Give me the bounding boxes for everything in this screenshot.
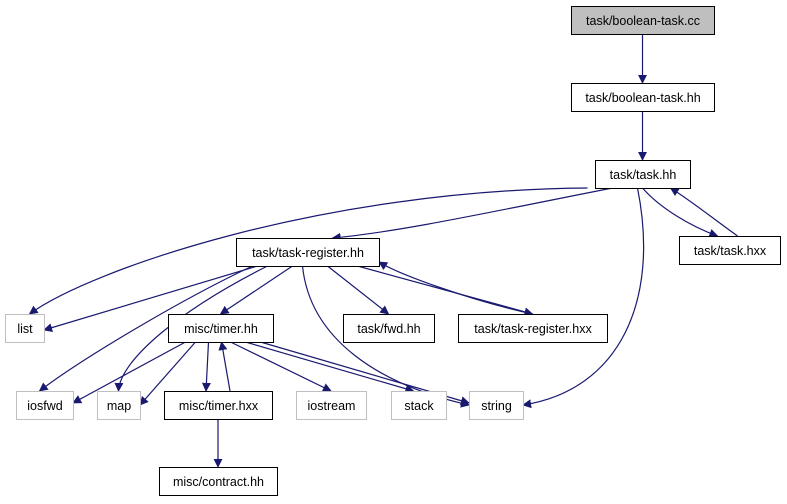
node-boolean-task-cc: task/boolean-task.cc <box>571 6 715 35</box>
node-stack: stack <box>391 391 447 420</box>
edge-arrow <box>357 265 534 317</box>
edge-arrow <box>327 265 390 315</box>
edge-task_register_hh-to-map <box>114 265 268 392</box>
node-label: stack <box>404 399 434 413</box>
edge-task_hh-to-task_hxx <box>642 187 719 238</box>
node-box <box>571 83 715 112</box>
edge-timer_hxx-to-timer_hh <box>218 341 231 392</box>
node-label: task/task-register.hxx <box>474 322 592 336</box>
node-box <box>595 160 691 189</box>
node-timer-hh[interactable]: misc/timer.hh <box>168 314 274 343</box>
node-label: map <box>107 399 131 413</box>
edge-task_register_hxx-to-task_register_hh <box>378 261 533 315</box>
edge-timer_hh-to-iostream <box>230 341 332 392</box>
edge-arrow <box>245 341 415 394</box>
node-map: map <box>97 391 141 420</box>
node-fwd-hh[interactable]: task/fwd.hh <box>343 314 435 343</box>
edge-arrow <box>230 341 332 392</box>
node-label: task/task-register.hh <box>252 246 364 260</box>
edge-arrow <box>38 265 253 392</box>
edge-arrow <box>201 341 211 392</box>
edge-task_register_hh-to-task_register_hxx <box>357 265 534 317</box>
node-task-register-hxx[interactable]: task/task-register.hxx <box>458 314 608 343</box>
node-label: task/fwd.hh <box>357 322 420 336</box>
edge-task_register_hh-to-fwd_hh <box>327 265 390 315</box>
node-label: task/boolean-task.hh <box>585 91 700 105</box>
node-box <box>159 467 278 496</box>
node-box <box>469 391 524 420</box>
node-box <box>458 314 608 343</box>
node-label: misc/timer.hxx <box>179 399 259 413</box>
node-label: misc/contract.hh <box>173 475 264 489</box>
edge-task_register_hh-to-timer_hh <box>219 265 293 315</box>
edge-arrow <box>43 265 258 332</box>
edge-arrow <box>219 265 293 315</box>
edge-arrow <box>522 187 645 409</box>
edge-task_hh-to-list <box>28 187 588 315</box>
node-box <box>16 391 74 420</box>
node-box <box>571 6 715 35</box>
node-contract-hh[interactable]: misc/contract.hh <box>159 467 278 496</box>
node-label: string <box>481 399 512 413</box>
edge-arrow <box>378 261 533 315</box>
node-iosfwd: iosfwd <box>16 391 74 420</box>
node-label: task/boolean-task.cc <box>586 14 700 28</box>
node-box <box>168 314 274 343</box>
node-box <box>296 391 367 420</box>
edge-timer_hh-to-map <box>139 341 196 406</box>
node-label: iosfwd <box>27 399 62 413</box>
edge-timer_hh-to-timer_hxx <box>201 341 211 392</box>
edge-arrow <box>669 187 738 237</box>
node-label: iostream <box>308 399 356 413</box>
edge-arrow <box>218 341 231 392</box>
node-task-register-hh[interactable]: task/task-register.hh <box>236 238 380 267</box>
edge-arrow <box>28 187 588 315</box>
edge-task_register_hh-to-iosfwd <box>38 265 253 392</box>
edge-timer_hh-to-iosfwd <box>72 341 186 404</box>
node-boolean-task-hh[interactable]: task/boolean-task.hh <box>571 83 715 112</box>
edge-arrow <box>642 187 719 238</box>
node-label: list <box>17 322 33 336</box>
edge-task_register_hh-to-list <box>43 265 258 332</box>
node-task-hh[interactable]: task/task.hh <box>595 160 691 189</box>
node-box <box>97 391 141 420</box>
nodes-layer: task/boolean-task.cc task/boolean-task.hh… <box>5 6 781 496</box>
node-string: string <box>469 391 524 420</box>
edge-arrow <box>139 341 196 406</box>
node-timer-hxx[interactable]: misc/timer.hxx <box>164 391 273 420</box>
node-box <box>391 391 447 420</box>
node-iostream: iostream <box>296 391 367 420</box>
node-label: task/task.hxx <box>694 244 767 258</box>
node-task-hxx[interactable]: task/task.hxx <box>679 236 781 265</box>
edge-arrow <box>72 341 186 404</box>
node-label: misc/timer.hh <box>184 322 258 336</box>
edge-timer_hh-to-stack <box>245 341 415 394</box>
edge-task_hh-to-task_register_hh <box>331 187 613 242</box>
node-box <box>679 236 781 265</box>
edge-task_hxx-to-task_hh <box>669 187 738 237</box>
node-box <box>236 238 380 267</box>
edge-arrow <box>114 265 268 392</box>
node-box <box>5 314 45 343</box>
node-box <box>164 391 273 420</box>
node-list: list <box>5 314 45 343</box>
node-label: task/task.hh <box>610 168 677 182</box>
edge-arrow <box>331 187 613 242</box>
edge-task_hh-to-string <box>522 187 645 409</box>
node-box <box>343 314 435 343</box>
